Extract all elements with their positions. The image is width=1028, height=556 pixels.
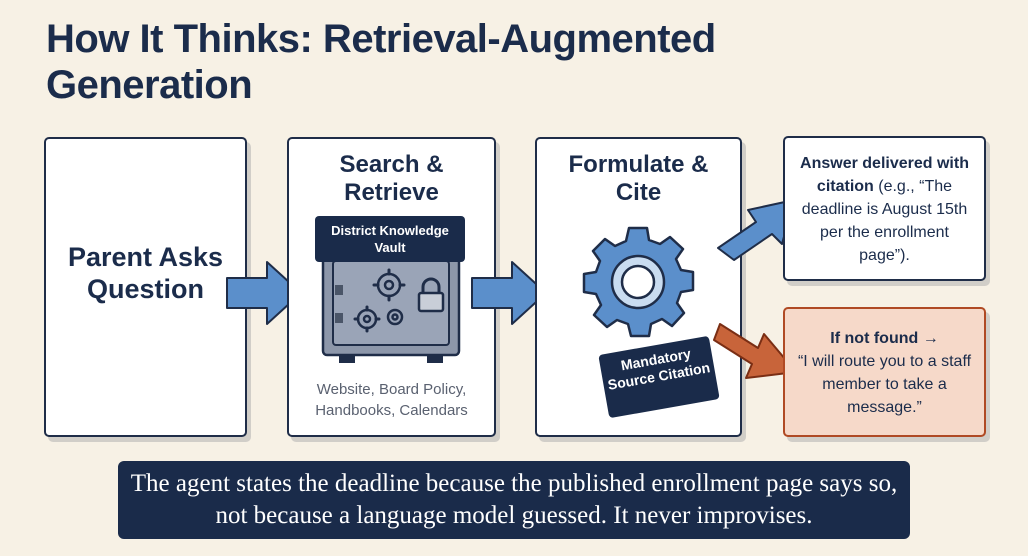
formulate-cite-title: Formulate & Cite [568, 151, 709, 206]
gear-icon [582, 226, 695, 338]
lock-icon [417, 277, 445, 313]
not-found-text: If not found → “I will route you to a sta… [795, 327, 974, 419]
vault-label: District Knowledge Vault [315, 216, 465, 262]
sources-text: Website, Board Policy, Handbooks, Calend… [315, 381, 468, 419]
answer-lead: Answer delivered with citation [800, 155, 969, 195]
answer-body: (e.g., “The deadline is August 15th per … [801, 178, 968, 264]
search-retrieve-card: Search & Retrieve District Knowledge Vau… [287, 137, 496, 437]
answer-text: Answer delivered with citation (e.g., “T… [795, 152, 974, 267]
parent-asks-label: Parent Asks Question [67, 242, 224, 304]
not-found-body: “I will route you to a staff member to t… [797, 353, 972, 416]
arrow-right-icon [226, 261, 302, 325]
answer-delivered-card: Answer delivered with citation (e.g., “T… [783, 136, 986, 281]
vault-icon [321, 249, 461, 363]
formulate-cite-card: Formulate & Cite Mandatory Source Citati… [535, 137, 742, 437]
summary-banner: The agent states the deadline because th… [118, 461, 910, 539]
page-title: How It Thinks: Retrieval-Augmented Gener… [46, 17, 716, 107]
not-found-lead: If not found → [830, 330, 939, 347]
arrow-right-icon [713, 323, 797, 379]
arrow-right-icon [471, 261, 547, 325]
parent-asks-card: Parent Asks Question [44, 137, 247, 437]
search-retrieve-title: Search & Retrieve [339, 151, 444, 206]
not-found-card: If not found → “I will route you to a sta… [783, 307, 986, 437]
